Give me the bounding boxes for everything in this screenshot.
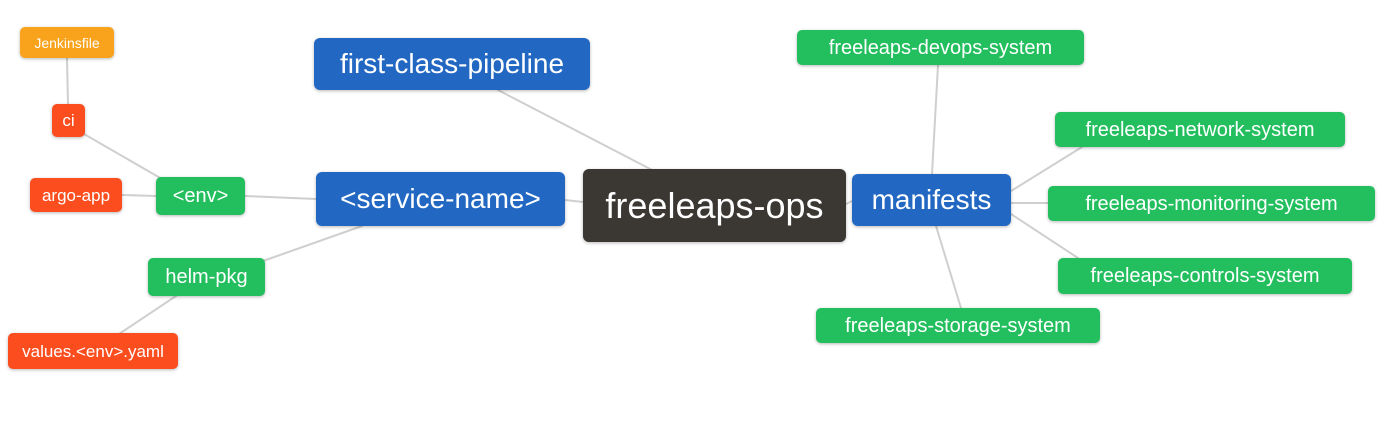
node-helm-pkg[interactable]: helm-pkg bbox=[148, 258, 265, 296]
edge-first-class-pipeline-freeleaps-ops bbox=[497, 89, 657, 173]
node-argo-app[interactable]: argo-app bbox=[30, 178, 122, 212]
node-freeleaps-controls-system[interactable]: freeleaps-controls-system bbox=[1058, 258, 1352, 294]
node-ci[interactable]: ci bbox=[52, 104, 85, 137]
edge-env-service-name bbox=[244, 195, 317, 200]
node-freeleaps-devops-system[interactable]: freeleaps-devops-system bbox=[797, 30, 1084, 65]
node-freeleaps-network-system[interactable]: freeleaps-network-system bbox=[1055, 112, 1345, 147]
edge-ci-env bbox=[83, 133, 163, 180]
edge-helm-pkg-values-yaml bbox=[118, 295, 177, 335]
edge-helm-pkg-service-name bbox=[262, 225, 363, 262]
node-jenkinsfile[interactable]: Jenkinsfile bbox=[20, 27, 114, 58]
node-freeleaps-monitoring-system[interactable]: freeleaps-monitoring-system bbox=[1048, 186, 1375, 221]
edge-manifests-storage-system bbox=[935, 225, 962, 309]
node-service-name[interactable]: <service-name> bbox=[316, 172, 565, 226]
node-manifests[interactable]: manifests bbox=[852, 174, 1011, 226]
node-first-class-pipeline[interactable]: first-class-pipeline bbox=[314, 38, 590, 90]
edge-service-name-freeleaps-ops bbox=[564, 199, 584, 203]
edge-argo-app-env bbox=[121, 194, 157, 197]
node-freeleaps-storage-system[interactable]: freeleaps-storage-system bbox=[816, 308, 1100, 343]
edge-jenkinsfile-ci bbox=[66, 57, 69, 105]
node-env[interactable]: <env> bbox=[156, 177, 245, 215]
node-freeleaps-ops-root[interactable]: freeleaps-ops bbox=[583, 169, 846, 242]
edge-manifests-devops-system bbox=[931, 64, 939, 175]
edge-manifests-network-system bbox=[1010, 146, 1083, 192]
node-values-env-yaml[interactable]: values.<env>.yaml bbox=[8, 333, 178, 369]
